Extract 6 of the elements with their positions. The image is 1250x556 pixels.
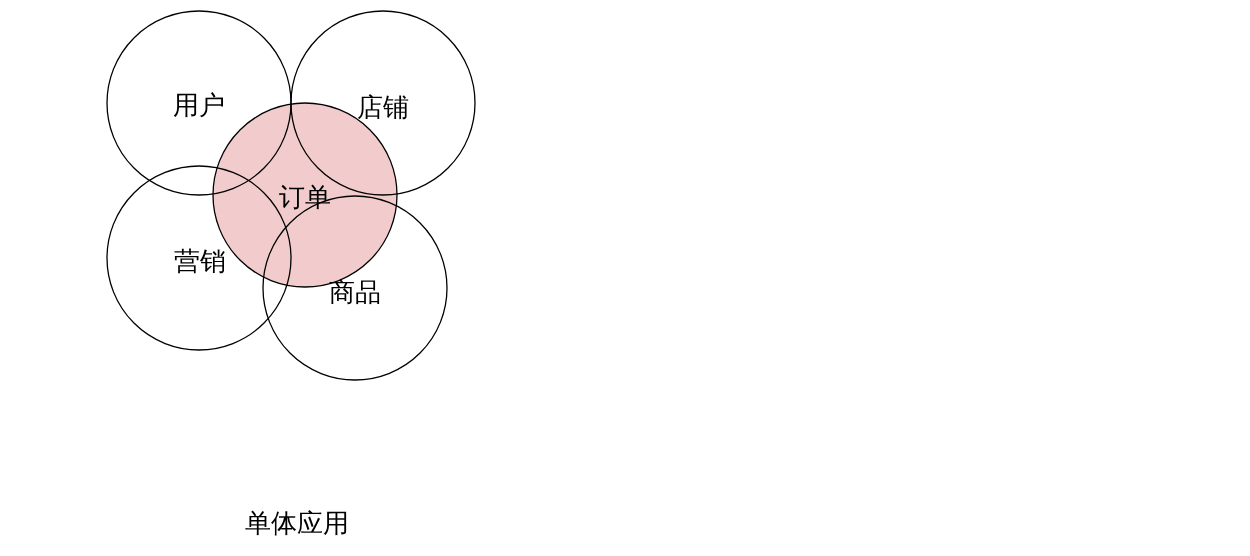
circle-label: 用户 (173, 90, 225, 120)
circle-label: 店铺 (357, 92, 409, 122)
caption: 单体应用 (245, 506, 349, 540)
circle-label: 订单 (279, 182, 331, 212)
circle-label: 商品 (329, 277, 381, 307)
circle-label: 营销 (174, 246, 226, 276)
